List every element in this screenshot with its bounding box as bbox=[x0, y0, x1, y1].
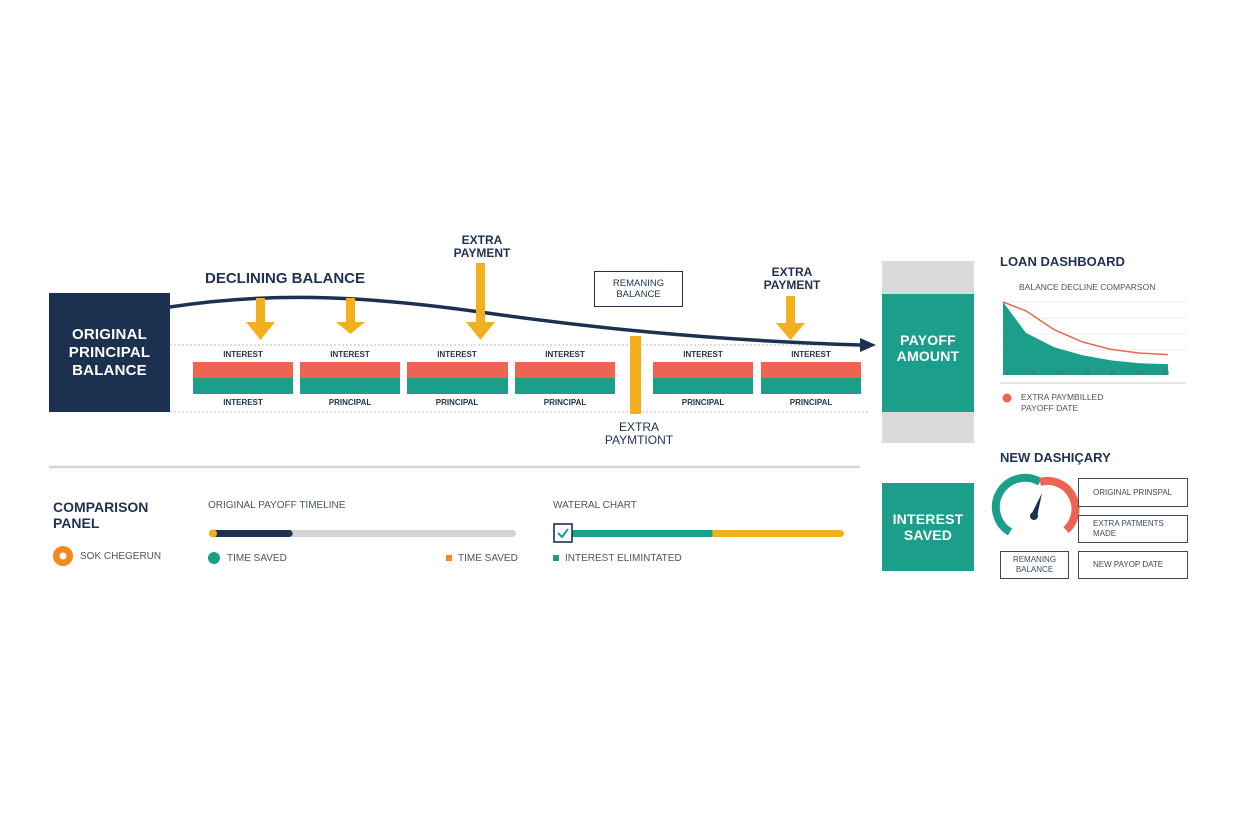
segment-top-label: INTEREST bbox=[791, 350, 831, 359]
extra-payment-label-top-2: EXTRA PAYMENT bbox=[763, 265, 821, 292]
x-tick-label: 10 bbox=[1057, 371, 1064, 377]
segment bbox=[515, 362, 615, 394]
x-tick-label: 15 bbox=[1083, 371, 1090, 377]
extra-payments-card[interactable]: EXTRA PATMENTS MADE bbox=[1078, 515, 1188, 543]
remaining-balance-label: REMANING BALANCE bbox=[612, 278, 665, 300]
interest-saved-label: INTEREST SAVED bbox=[892, 511, 964, 543]
time-saved-orange-square-icon bbox=[446, 555, 452, 561]
time-saved-label-2: TIME SAVED bbox=[458, 553, 518, 564]
extra-payment-area bbox=[1003, 302, 1168, 375]
segment-interest-bar bbox=[515, 362, 615, 378]
waterfall-title: WATERAL CHART bbox=[553, 500, 637, 511]
timeline-fill bbox=[210, 530, 293, 537]
x-tick-label: 20 bbox=[1110, 371, 1117, 377]
original-balance-line bbox=[1002, 301, 1169, 356]
original-principal-box: ORIGINAL PRINCIPAL BALANCE bbox=[49, 293, 170, 412]
segment-interest-bar bbox=[300, 362, 400, 378]
segment-principal-bar bbox=[653, 378, 753, 394]
original-principal-card-label: ORIGINAL PRINSPAL bbox=[1093, 487, 1173, 497]
extra-payment-bar bbox=[630, 336, 641, 414]
time-saved-teal-dot-icon bbox=[208, 552, 220, 564]
segment-principal-bar bbox=[515, 378, 615, 394]
declining-balance-title: DECLINING BALANCE bbox=[205, 270, 365, 287]
extra-payments-card-label: EXTRA PATMENTS MADE bbox=[1093, 519, 1164, 538]
waterfall-checkbox[interactable] bbox=[553, 523, 573, 543]
x-tick-label: 1 bbox=[1005, 371, 1009, 377]
gauge-teal-arc bbox=[991, 473, 1043, 536]
down-arrow-icon bbox=[776, 296, 805, 340]
segment bbox=[653, 362, 753, 394]
new-payoff-date-card-label: NEW PAYOP DATE bbox=[1093, 560, 1164, 569]
timeline-start-dot bbox=[209, 529, 217, 538]
interest-saved-box: INTEREST SAVED bbox=[882, 483, 974, 571]
timeline-title: ORIGINAL PAYOFF TIMELINE bbox=[208, 500, 346, 511]
time-saved-label-1: TIME SAVED bbox=[227, 553, 287, 564]
x-tick-label: 25 bbox=[1136, 371, 1143, 377]
segment-principal-bar bbox=[761, 378, 861, 394]
original-principal-card[interactable]: ORIGINAL PRINSPAL bbox=[1078, 478, 1188, 507]
down-arrow-icon bbox=[246, 298, 275, 340]
chart-title: BALANCE DECLINE COMPARSON bbox=[1019, 282, 1156, 292]
remaining-balance-card[interactable]: REMANING BALANCE bbox=[1000, 551, 1069, 579]
segment-interest-bar bbox=[193, 362, 293, 378]
segment-principal-bar bbox=[407, 378, 508, 394]
interest-eliminated-square-icon bbox=[553, 555, 559, 561]
declining-balance-curve bbox=[169, 295, 861, 347]
segment-interest-bar bbox=[761, 362, 861, 378]
segment bbox=[761, 362, 861, 394]
payoff-amount-label: PAYOFF AMOUNT bbox=[896, 332, 960, 364]
new-dashboard-title: NEW DASHIÇARY bbox=[1000, 450, 1111, 465]
segment-top-label: INTEREST bbox=[437, 350, 477, 359]
segment-top-label: INTEREST bbox=[330, 350, 370, 359]
comparison-panel-title: COMPARISON PANEL bbox=[53, 499, 149, 531]
segment-bottom-label: PRINCIPAL bbox=[543, 398, 587, 407]
toggle-center-icon bbox=[59, 552, 67, 560]
gauge-pivot bbox=[1030, 512, 1038, 520]
comparison-toggle-label: SOK CHEGERUN bbox=[80, 551, 162, 562]
remaining-balance-box: REMANING BALANCE bbox=[594, 271, 683, 307]
gauge-needle bbox=[1031, 493, 1042, 517]
segment-top-label: INTEREST bbox=[683, 350, 723, 359]
remaining-balance-card-label: REMANING BALANCE bbox=[1012, 555, 1057, 574]
curve-arrowhead-icon bbox=[860, 338, 876, 352]
x-tick-label: 5 bbox=[1032, 371, 1036, 377]
waterfall-teal-fill bbox=[564, 530, 713, 537]
new-payoff-date-card[interactable]: NEW PAYOP DATE bbox=[1078, 551, 1188, 579]
segment-bottom-label: INTEREST bbox=[223, 398, 263, 407]
principal-label: ORIGINAL PRINCIPAL BALANCE bbox=[68, 325, 151, 379]
segment-interest-bar bbox=[653, 362, 753, 378]
legend-coral-dot-icon bbox=[1002, 393, 1012, 403]
gauge-coral-arc bbox=[1038, 476, 1080, 534]
payment-segments bbox=[193, 362, 861, 394]
segment-top-label: INTEREST bbox=[545, 350, 585, 359]
segment bbox=[407, 362, 508, 394]
gauge bbox=[991, 473, 1080, 536]
down-arrow-icon bbox=[336, 298, 365, 334]
segment-bottom-label: PRINCIPAL bbox=[328, 398, 372, 407]
segment-bottom-label: PRINCIPAL bbox=[681, 398, 725, 407]
segment-bottom-label: PRINCIPAL bbox=[435, 398, 479, 407]
segment bbox=[300, 362, 400, 394]
payoff-amount-box: PAYOFF AMOUNT bbox=[882, 294, 974, 412]
check-icon bbox=[557, 528, 569, 539]
extra-payment-label-top-1: EXTRA PAYMENT bbox=[453, 233, 511, 260]
segment-bottom-label: PRINCIPAL bbox=[789, 398, 833, 407]
segment-interest-bar bbox=[407, 362, 508, 378]
segment-top-label: INTEREST bbox=[223, 350, 263, 359]
chart-legend-text: EXTRA PAYMBILLED PAYOFF DATE bbox=[1021, 392, 1104, 413]
waterfall-legend-label: INTEREST ELIMINTATED bbox=[565, 553, 682, 564]
down-arrow-icon bbox=[466, 263, 495, 340]
segment bbox=[193, 362, 293, 394]
extra-payment-label-bottom: EXTRA PAYMTIONT bbox=[604, 420, 674, 447]
loan-dashboard-title: LOAN DASHBOARD bbox=[1000, 254, 1125, 269]
x-tick-label: 30 bbox=[1163, 371, 1170, 377]
segment-principal-bar bbox=[193, 378, 293, 394]
segment-principal-bar bbox=[300, 378, 400, 394]
